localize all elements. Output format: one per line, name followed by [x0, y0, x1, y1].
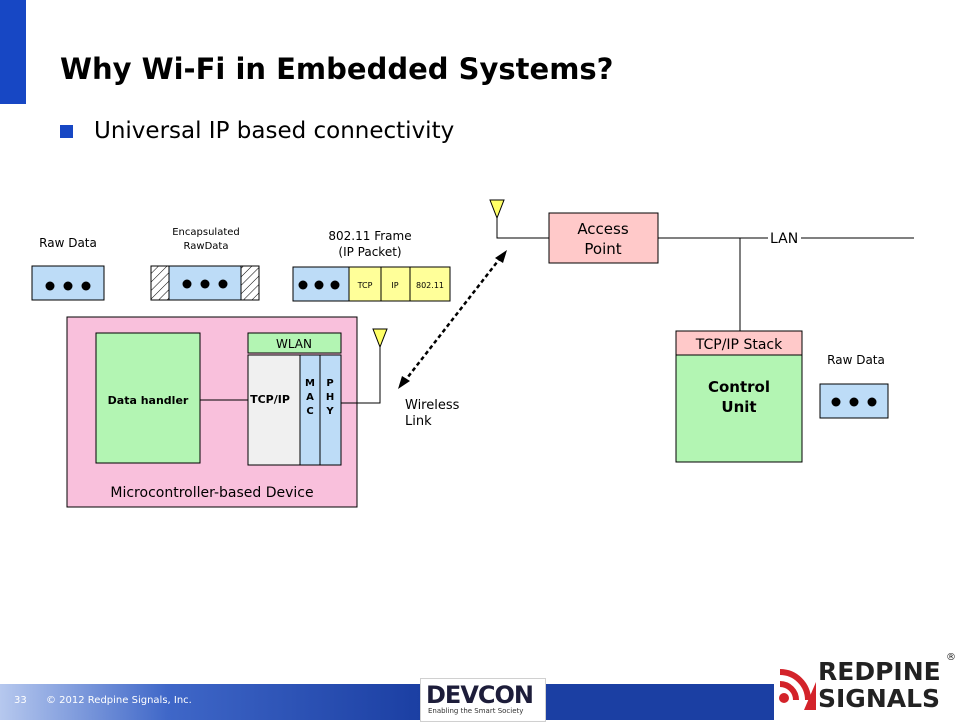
slide-number: 33 [14, 695, 27, 706]
wireless-arrow-head-top [495, 250, 507, 263]
copyright-text: © 2012 Redpine Signals, Inc. [46, 695, 192, 706]
encapsulated-dots [182, 279, 228, 289]
tcpip-box [247, 354, 301, 466]
frame-label-2: (IP Packet) [338, 245, 401, 259]
wireless-label-1: Wireless [405, 398, 460, 413]
device-label: Microcontroller-based Device [110, 485, 313, 501]
frame-label-1: 802.11 Frame [328, 229, 411, 243]
control-unit-label-2: Unit [721, 398, 756, 416]
wireless-link-line [403, 256, 502, 383]
control-unit-label-1: Control [708, 378, 770, 396]
redpine-wordmark-line2: SIGNALS [818, 684, 941, 713]
slide-title: Why Wi-Fi in Embedded Systems? [60, 52, 614, 86]
data-handler-box [95, 332, 201, 464]
frame-ip-label: IP [391, 281, 398, 290]
access-point-label-2: Point [584, 240, 621, 258]
devcon-logo: DEVCON [426, 681, 534, 709]
raw-data-left-dots [45, 281, 91, 291]
bullet-text: Universal IP based connectivity [94, 118, 455, 144]
accent-bar [0, 0, 26, 104]
redpine-wordmark-line1: REDPINE [818, 657, 941, 686]
encapsulated-hatch-right [240, 265, 260, 301]
bullet-square-icon [60, 125, 73, 138]
mac-letter-m: M [305, 378, 315, 389]
phy-letter-y: Y [325, 406, 334, 417]
wlan-label: WLAN [276, 337, 312, 351]
footer-bar [0, 684, 420, 720]
access-point-label-1: Access [577, 220, 629, 238]
raw-data-right-box [819, 383, 889, 419]
frame-tcp-label: TCP [357, 281, 373, 290]
raw-data-right-dots [831, 397, 877, 407]
wireless-arrow-head-bottom [398, 376, 410, 389]
raw-data-right-label: Raw Data [827, 353, 885, 367]
wlan-box [247, 332, 342, 354]
phy-box [319, 354, 342, 466]
data-handler-label: Data handler [108, 394, 189, 407]
phy-letter-p: P [326, 378, 333, 389]
encapsulated-label-1: Encapsulated [172, 227, 240, 238]
tcpip-label: TCP/IP [250, 393, 290, 406]
devcon-logo-box [420, 678, 546, 722]
device-antenna-icon [372, 328, 388, 349]
mac-letter-a: A [306, 392, 314, 403]
frame-dots [298, 280, 340, 290]
wireless-label-2: Link [405, 414, 432, 429]
redpine-logo-icon [774, 652, 960, 720]
device-antenna-line [341, 346, 381, 404]
frame-80211-label: 802.11 [416, 281, 444, 290]
phy-letter-h: H [326, 392, 334, 403]
lan-label: LAN [770, 231, 798, 247]
control-unit-box [675, 354, 803, 463]
registered-mark: ® [946, 652, 956, 663]
frame-80211-box [409, 266, 451, 302]
frame-ip-box [380, 266, 411, 302]
raw-data-left-label: Raw Data [39, 236, 97, 250]
ap-antenna-line [496, 218, 549, 239]
encapsulated-hatch-left [150, 265, 170, 301]
mac-letter-c: C [306, 406, 313, 417]
ap-antenna-icon [489, 199, 505, 220]
redpine-wordmark: REDPINE SIGNALS [818, 658, 941, 712]
frame-tcp-box [348, 266, 382, 302]
tcpip-stack-label: TCP/IP Stack [695, 337, 783, 353]
devcon-tagline: Enabling the Smart Society [428, 707, 524, 715]
encapsulated-label-2: RawData [184, 241, 229, 252]
